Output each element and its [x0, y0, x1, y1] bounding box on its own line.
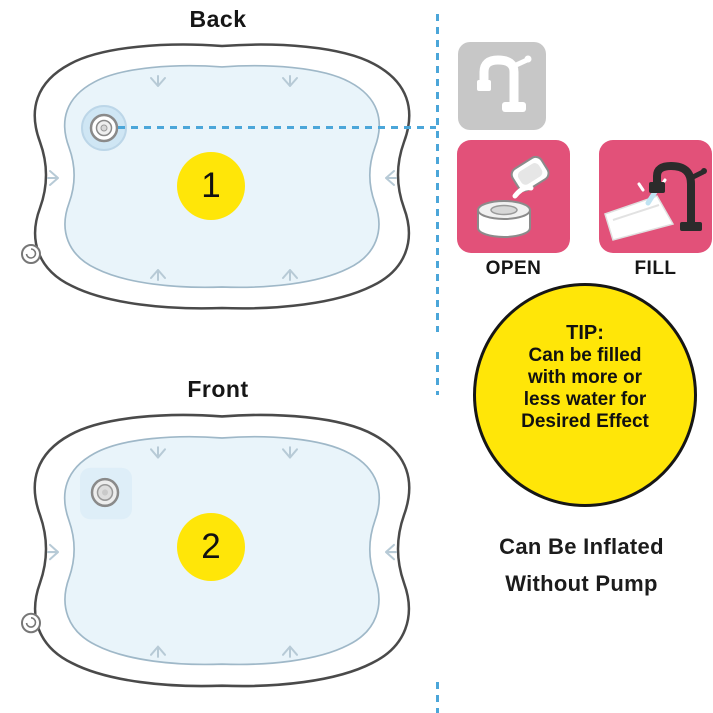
divider-dash-line-middle — [436, 352, 439, 395]
tip-line: Desired Effect — [521, 411, 649, 432]
inflate-note-line2: Without Pump — [505, 571, 658, 596]
divider-dash-line-top — [436, 14, 439, 332]
water-source-tile — [458, 42, 546, 130]
tip-callout: TIP: Can be filled with more or less wat… — [473, 283, 697, 507]
tip-line: less water for — [523, 389, 647, 410]
fill-step-tile — [599, 140, 712, 253]
step-2-badge: 2 — [177, 513, 245, 581]
divider-dash-line-bottom — [436, 682, 439, 713]
tip-title: TIP: — [566, 322, 604, 344]
open-step-label: OPEN — [485, 258, 542, 279]
open-step-tile — [457, 140, 570, 253]
front-view-label: Front — [187, 376, 249, 402]
inflate-note-line1: Can Be Inflated — [499, 534, 664, 559]
front-valve-icon — [80, 467, 132, 520]
back-view-label: Back — [189, 6, 247, 32]
front-mat-illustration — [21, 400, 436, 698]
open-valve-icon — [477, 155, 550, 238]
back-mat-illustration — [21, 30, 436, 320]
back-valve-icon — [81, 105, 127, 151]
faucet-icon — [477, 55, 532, 112]
tip-line: Can be filled — [528, 345, 642, 366]
front-corner-valve-icon — [21, 612, 41, 634]
valve-callout-dash-line — [118, 126, 436, 129]
step-1-badge: 1 — [177, 152, 245, 220]
fill-step-label: FILL — [634, 258, 677, 279]
tip-line: with more or — [527, 367, 642, 388]
fill-faucet-icon — [604, 161, 707, 241]
back-corner-valve-icon — [21, 244, 41, 264]
inflate-note: Can Be Inflated Without Pump — [450, 528, 713, 602]
